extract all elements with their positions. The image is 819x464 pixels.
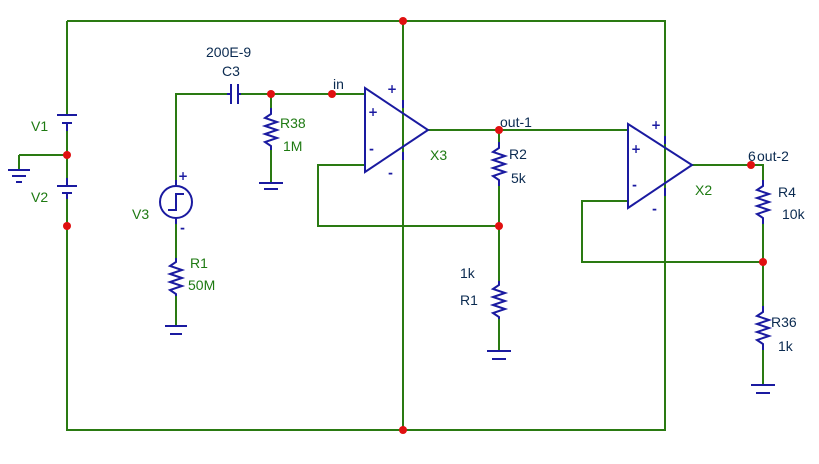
battery-v1[interactable]: [57, 114, 77, 131]
ground-icon: [259, 182, 283, 190]
ground-icon: [165, 325, 187, 335]
x3-vplus-sign: +: [387, 82, 397, 96]
junction-dot: [328, 90, 336, 98]
r38-value-label: 1M: [283, 138, 302, 154]
r4-name-label: R4: [778, 184, 796, 200]
r2-value-label: 5k: [511, 170, 527, 186]
x2-feedback-wire: [581, 200, 763, 263]
x2-vplus-sign: +: [651, 118, 661, 132]
net-out2-label: out-2: [757, 148, 789, 164]
c3-name-label: C3: [222, 63, 240, 79]
ground-mid-wire: [18, 154, 67, 170]
resistor-r38[interactable]: [261, 108, 281, 150]
x3-vminus-sign: -: [388, 166, 393, 180]
junction-dot: [267, 90, 275, 98]
v3-minus-sign: -: [180, 221, 185, 235]
x2-vminus-sign: -: [652, 202, 657, 216]
r1b-name-label: R1: [460, 292, 478, 308]
v3-plus-sign: +: [178, 169, 188, 183]
resistor-r2[interactable]: [489, 142, 509, 186]
labels: V1 V2 V3 200E-9 C3 R38 1M R1 50M X3 R2 5…: [31, 44, 806, 354]
x3-feedback-wire: [317, 164, 499, 227]
pulse-source-v3[interactable]: [159, 180, 193, 224]
x2-noninverting-sign: +: [631, 142, 641, 156]
v3-c3-wire: [175, 93, 227, 186]
components: [8, 84, 775, 394]
junction-dot: [495, 222, 503, 230]
net-out2-prefix-label: 6: [748, 148, 756, 164]
wires: [18, 20, 764, 431]
x3-noninverting-sign: +: [368, 105, 378, 119]
v1-label: V1: [31, 118, 48, 134]
r36-value-label: 1k: [778, 338, 794, 354]
ground-icon: [8, 169, 30, 183]
r4-value-label: 10k: [782, 206, 806, 222]
opamp-x3[interactable]: [364, 86, 430, 174]
r1b-value-label: 1k: [460, 265, 476, 281]
net-in-label: in: [333, 76, 344, 92]
x3-inverting-sign: -: [369, 142, 374, 156]
x3-label: X3: [430, 147, 447, 163]
x2-label: X2: [695, 182, 712, 198]
x2-inverting-sign: -: [632, 178, 637, 192]
ground-icon: [487, 350, 511, 360]
opamp-x2[interactable]: [627, 122, 694, 210]
junction-dot: [495, 126, 503, 134]
junction-dot: [399, 426, 407, 434]
battery-v2[interactable]: [57, 178, 77, 199]
c3-value-label: 200E-9: [206, 44, 251, 60]
pin-signs: + - + - + - + - + -: [178, 82, 661, 235]
junction-dot: [63, 151, 71, 159]
junction-dot: [759, 258, 767, 266]
r38-name-label: R38: [280, 115, 306, 131]
v3-label: V3: [132, 206, 149, 222]
capacitor-c3[interactable]: [227, 84, 241, 104]
r36-name-label: R36: [771, 314, 797, 330]
junction-dot: [63, 222, 71, 230]
junctions: [63, 17, 767, 434]
resistor-r4[interactable]: [753, 180, 773, 224]
v2-label: V2: [31, 189, 48, 205]
ground-icon: [751, 384, 775, 394]
resistor-r1-1k[interactable]: [489, 281, 509, 319]
junction-dot: [747, 161, 755, 169]
r2-name-label: R2: [509, 146, 527, 162]
resistor-r36[interactable]: [753, 306, 773, 350]
net-out1-label: out-1: [500, 114, 532, 130]
out2-wire: [692, 164, 764, 180]
resistor-r1-50m[interactable]: [166, 258, 186, 296]
junction-dot: [399, 17, 407, 25]
r1a-name-label: R1: [190, 255, 208, 271]
outer-rail-wire: [66, 20, 666, 431]
r1a-value-label: 50M: [188, 277, 215, 293]
